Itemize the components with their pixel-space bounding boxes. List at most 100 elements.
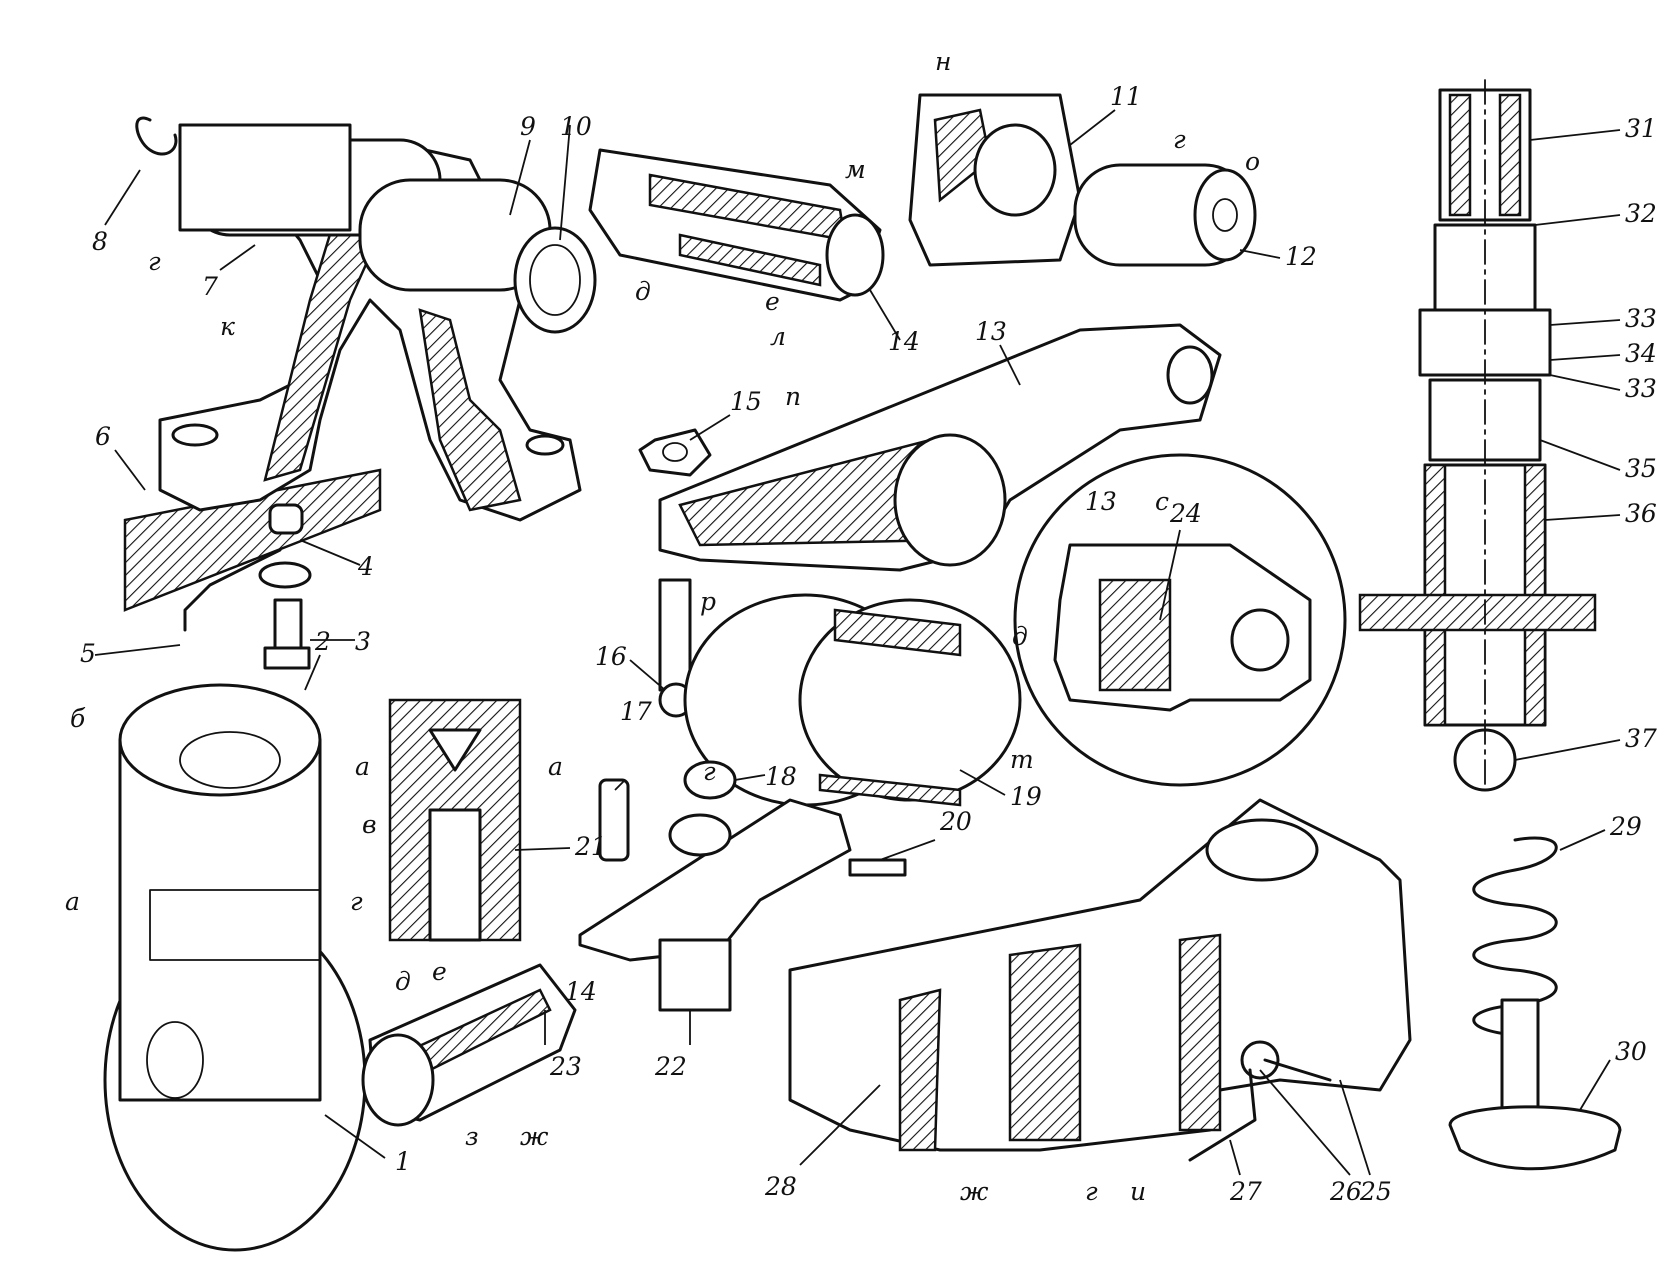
label-25: 25 (1359, 1177, 1392, 1206)
label-33b: 33 (1625, 374, 1657, 403)
pin-12-hole (1212, 198, 1238, 232)
rocker-arm (638, 323, 1222, 718)
label-22: 22 (654, 1052, 687, 1081)
label-13: 13 (975, 317, 1007, 346)
shaft-body (178, 123, 352, 232)
label-9: 9 (520, 112, 536, 141)
bracket-leg-section (418, 308, 522, 512)
wrench-5 (183, 548, 282, 632)
label-16: 16 (595, 642, 627, 671)
label-27: 27 (1229, 1177, 1262, 1206)
bushing-section-bottom (678, 233, 822, 287)
bolt-3 (273, 598, 303, 652)
nut-26 (1240, 1040, 1280, 1080)
label-15: 15 (730, 387, 762, 416)
tappet-top (118, 683, 322, 797)
letter-g-block: г (1085, 1177, 1098, 1206)
label-23: 23 (549, 1052, 582, 1081)
label-21: 21 (574, 832, 607, 861)
label-18: 18 (765, 762, 797, 791)
letter-t: т (1010, 745, 1034, 774)
leader-24 (1159, 529, 1181, 621)
leader-30 (1579, 1059, 1611, 1111)
clamp-bore (973, 123, 1057, 217)
spring-stem (1500, 998, 1540, 1122)
clamp-block (908, 93, 1257, 267)
label-31: 31 (1625, 114, 1657, 143)
letter-a-21-right: а (548, 752, 563, 781)
tappet-bore (179, 731, 281, 789)
letter-d-bushing: д (635, 277, 651, 306)
leader-2 (304, 654, 321, 691)
leader-18 (734, 774, 766, 781)
leader-5 (94, 644, 181, 656)
label-24: 24 (1169, 499, 1202, 528)
section-21-cone (428, 728, 482, 772)
block-top-bore (1205, 818, 1319, 882)
leader-16 (629, 659, 666, 691)
label-5: 5 (80, 639, 96, 668)
leader-31 (1529, 129, 1621, 141)
label-30: 30 (1615, 1037, 1647, 1066)
detail-circle (1013, 453, 1347, 787)
tappet-hole (146, 1021, 204, 1099)
push-rod-assembly (1358, 79, 1597, 792)
letter-g-pin: г (1173, 125, 1186, 154)
leader-33 (1549, 319, 1621, 326)
rocker-arm-eye (1166, 345, 1214, 405)
leader-6 (114, 449, 146, 491)
leader-8 (104, 169, 141, 226)
leader-1 (324, 1114, 386, 1159)
label-3: 3 (355, 627, 371, 656)
letter-z: з (465, 1122, 479, 1151)
label-8: 8 (92, 227, 108, 256)
label-10: 10 (560, 112, 592, 141)
callout-labels: 1 2 3 4 5 6 7 8 9 10 11 12 13 13 14 14 1… (65, 47, 1657, 1206)
leader-36 (1544, 514, 1621, 521)
leader-28 (799, 1084, 881, 1166)
part-31-section-l (1448, 93, 1472, 217)
rocker-bushing (588, 148, 885, 302)
letter-o: о (1245, 147, 1260, 176)
pin-12-end (1193, 168, 1257, 262)
letter-m: м (845, 155, 866, 184)
lever-stem (658, 938, 732, 1012)
letter-r: р (700, 587, 716, 616)
label-1: 1 (395, 1147, 411, 1176)
label-11: 11 (1110, 82, 1142, 111)
leader-4 (299, 539, 361, 566)
leader-37 (1514, 739, 1621, 761)
letter-zh-23: ж (520, 1122, 549, 1151)
leader-21 (514, 847, 571, 851)
label-26: 26 (1329, 1177, 1362, 1206)
wrench-27 (1188, 1068, 1257, 1162)
lever-body (578, 798, 852, 962)
letter-g-19: г (703, 757, 716, 786)
label-13-detail: 13 (1085, 487, 1117, 516)
letter-p: п (785, 382, 801, 411)
rocker-arm-boss (893, 433, 1007, 567)
adjust-screw-16 (658, 578, 692, 692)
bushing-23 (361, 963, 577, 1127)
block-end-section (898, 988, 942, 1152)
label-29: 29 (1609, 812, 1642, 841)
tappet-body (118, 738, 322, 1102)
screw-26 (1263, 1058, 1332, 1082)
spring-assembly (1448, 836, 1622, 1171)
label-12: 12 (1285, 242, 1317, 271)
leader-lines (94, 109, 1621, 1176)
bushing-23-end (361, 1033, 435, 1127)
label-32: 32 (1625, 199, 1657, 228)
lock-ring-8 (135, 116, 178, 156)
letter-l: л (770, 322, 786, 351)
bolt-hole (171, 423, 219, 447)
leader-11 (1069, 109, 1116, 146)
lever-hole (668, 813, 732, 857)
section-21-slot (428, 808, 482, 942)
label-19: 19 (1010, 782, 1042, 811)
letter-k: к (220, 312, 235, 341)
leader-10 (559, 124, 571, 241)
letter-i: и (1130, 1177, 1146, 1206)
